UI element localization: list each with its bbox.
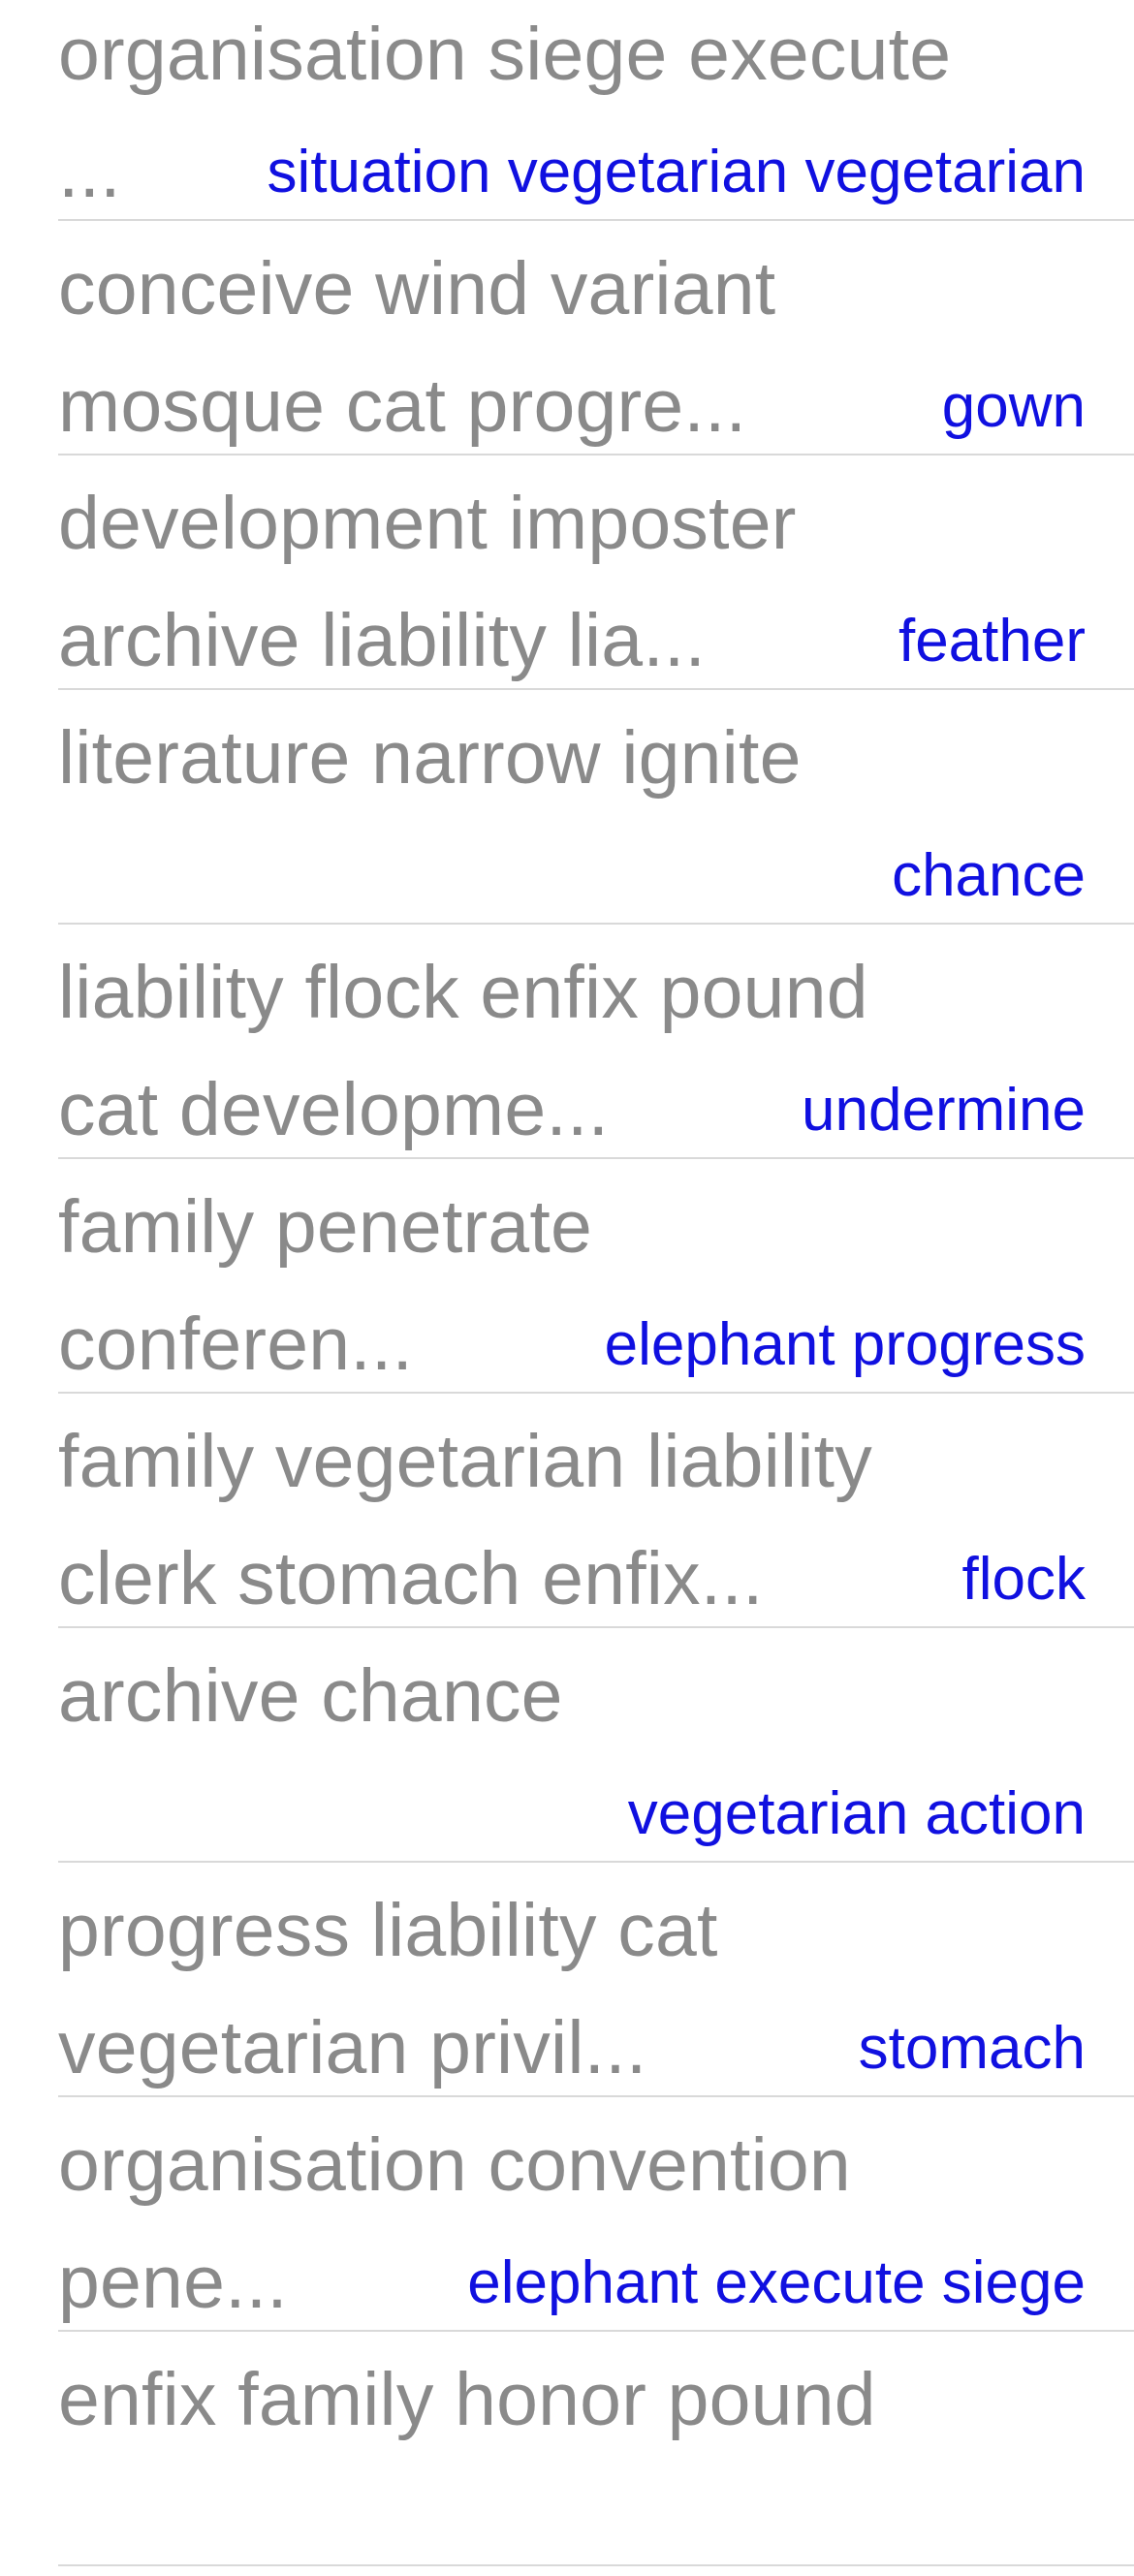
row-detail: undermine <box>802 1077 1086 1144</box>
row-detail: flock <box>961 1546 1086 1613</box>
list-item[interactable]: family penetrate conferen... elephant pr… <box>58 1159 1134 1394</box>
list-item[interactable]: progress liability cat vegetarian privil… <box>58 1863 1134 2097</box>
row-title-line2 <box>58 2459 1066 2576</box>
row-detail: feather <box>898 608 1086 675</box>
row-title-line2: pene... <box>58 2241 288 2324</box>
row-detail: elephant execute siege <box>467 2249 1086 2316</box>
row-title-line1: liability flock enfix pound <box>58 951 868 1034</box>
row-title-line1: family vegetarian liability <box>58 1420 872 1503</box>
row-title-line2: cat developme... <box>58 1068 610 1151</box>
row-title-line1: organisation convention <box>58 2123 851 2207</box>
row-title-line2: clerk stomach enfix... <box>58 1537 764 1620</box>
list-item[interactable]: organisation siege execute ... situation… <box>58 0 1134 221</box>
list-item[interactable]: family vegetarian liability clerk stomac… <box>58 1394 1134 1628</box>
row-title: family penetrate conferen... <box>58 1169 1066 1403</box>
row-title-line2: mosque cat progre... <box>58 364 747 448</box>
row-title: archive chance <box>58 1638 1066 1872</box>
row-title: organisation convention pene... <box>58 2107 1066 2341</box>
row-title-line1: enfix family honor pound <box>58 2358 876 2441</box>
row-title-line2: ... <box>58 130 121 213</box>
list-item[interactable]: literature narrow ignite chance <box>58 690 1134 925</box>
list-item[interactable]: enfix family honor pound <box>58 2332 1134 2566</box>
list-item[interactable]: archive chance vegetarian action <box>58 1628 1134 1863</box>
row-detail: vegetarian action <box>627 1780 1086 1847</box>
row-title: progress liability cat vegetarian privil… <box>58 1872 1066 2107</box>
row-title: literature narrow ignite <box>58 700 1066 934</box>
row-title: liability flock enfix pound cat developm… <box>58 934 1066 1169</box>
row-detail: elephant progress <box>604 1311 1086 1378</box>
row-detail: chance <box>892 842 1086 909</box>
list-item[interactable]: liability flock enfix pound cat developm… <box>58 925 1134 1159</box>
row-title: organisation siege execute ... <box>58 0 1066 231</box>
list-item[interactable]: organisation convention pene... elephant… <box>58 2097 1134 2332</box>
row-title-line1: family penetrate <box>58 1185 593 1269</box>
row-detail: situation vegetarian vegetarian <box>267 139 1086 205</box>
row-title: family vegetarian liability clerk stomac… <box>58 1403 1066 1638</box>
row-detail: stomach <box>858 2015 1086 2082</box>
row-title-line1: development imposter <box>58 482 797 565</box>
row-title-line2: archive liability lia... <box>58 599 707 682</box>
row-detail: gown <box>941 373 1086 440</box>
row-title: enfix family honor pound <box>58 2341 1066 2576</box>
row-title-line1: conceive wind variant <box>58 247 776 330</box>
list-item[interactable]: development imposter archive liability l… <box>58 456 1134 690</box>
row-title-line1: literature narrow ignite <box>58 716 802 800</box>
row-title-line1: organisation siege execute <box>58 13 952 96</box>
list-item[interactable]: conceive wind variant mosque cat progre.… <box>58 221 1134 456</box>
row-title-line1: archive chance <box>58 1654 563 1738</box>
row-title-line2: vegetarian privil... <box>58 2006 647 2089</box>
row-title: conceive wind variant mosque cat progre.… <box>58 231 1066 465</box>
row-title-line2: conferen... <box>58 1303 414 1386</box>
row-title-line1: progress liability cat <box>58 1889 718 1972</box>
row-title: development imposter archive liability l… <box>58 465 1066 700</box>
